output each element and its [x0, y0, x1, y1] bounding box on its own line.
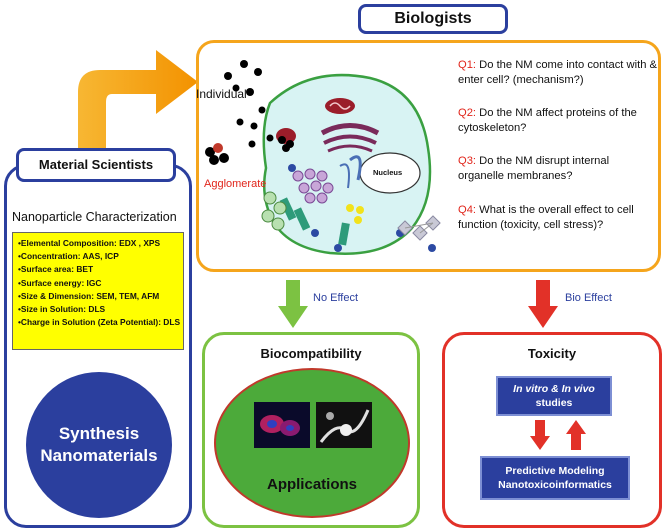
grey-network — [397, 215, 441, 241]
agglomerate-label: Agglomerate — [204, 178, 267, 190]
question-1-text: Do the NM come into contact with & enter… — [458, 59, 657, 86]
predictive-modeling-box: Predictive Modeling Nanotoxicoinformatic… — [480, 456, 630, 500]
nanoparticle-dot — [248, 140, 256, 148]
no-effect-label: No Effect — [313, 292, 359, 304]
blue-particles — [288, 164, 436, 252]
individual-label: Individual — [196, 87, 247, 101]
microscopy-image-1 — [254, 402, 310, 448]
nanoparticle-dot — [250, 122, 258, 130]
question-4-number: Q4: — [458, 204, 477, 216]
predictive-modeling-label: Predictive Modeling — [505, 465, 605, 477]
question-2: Q2: Do the NM affect proteins of the cyt… — [458, 106, 658, 136]
nanotoxicoinformatics-label: Nanotoxicoinformatics — [498, 479, 612, 491]
vesicles — [292, 168, 334, 204]
down-red-arrow — [530, 420, 550, 450]
characterization-item: •Size & Dimension: SEM, TEM, AFM — [18, 290, 160, 301]
question-2-number: Q2: — [458, 107, 477, 119]
nanoparticle-dot — [246, 88, 254, 96]
characterization-item: •Size in Solution: DLS — [18, 304, 106, 315]
characterization-item: •Charge in Solution (Zeta Potential): DL… — [18, 317, 181, 328]
microscopy-image-2 — [316, 402, 372, 448]
characterization-item: •Concentration: AAS, ICP — [18, 251, 119, 262]
question-3-number: Q3: — [458, 155, 477, 167]
material-scientists-title: Material Scientists — [16, 148, 176, 182]
question-3-text: Do the NM disrupt internal organelle mem… — [458, 155, 610, 182]
question-3: Q3: Do the NM disrupt internal organelle… — [458, 154, 658, 184]
studies-box: In vitro & In vivo studies — [496, 376, 612, 416]
studies-italic: In vitro & In vivo — [513, 383, 595, 395]
question-2-text: Do the NM affect proteins of the cytoske… — [458, 107, 637, 134]
studies-plain: studies — [535, 397, 573, 409]
yellow-particles — [346, 204, 364, 224]
nanoparticle-dot — [236, 118, 244, 126]
characterization-list: •Elemental Composition: EDX , XPS •Conce… — [12, 232, 184, 350]
applications-ellipse — [214, 368, 410, 518]
synthesis-circle: Synthesis Nanomaterials — [26, 372, 172, 518]
applications-label: Applications — [266, 476, 357, 493]
characterization-item: •Elemental Composition: EDX , XPS — [18, 238, 161, 248]
external-particles — [261, 191, 287, 231]
no-effect-arrow — [278, 280, 308, 328]
nanoparticle-characterization-heading: Nanoparticle Characterization — [12, 210, 177, 224]
question-1-number: Q1: — [458, 59, 477, 71]
nucleus-label: Nucleus — [373, 168, 403, 177]
question-4: Q4: What is the overall effect to cell f… — [458, 203, 658, 233]
orange-curved-arrow — [78, 50, 198, 148]
question-1: Q1: Do the NM come into contact with & e… — [458, 58, 658, 88]
biologists-title: Biologists — [358, 4, 508, 34]
nanoparticle-dot — [232, 84, 240, 92]
characterization-item: •Surface energy: IGC — [18, 277, 102, 288]
nanoparticle-dot — [258, 106, 266, 114]
biocompatibility-title: Biocompatibility — [260, 346, 362, 361]
toxicity-title: Toxicity — [527, 346, 577, 361]
bio-effect-label: Bio Effect — [565, 292, 612, 304]
cell-illustration — [205, 60, 441, 255]
synthesis-label: Synthesis — [58, 424, 140, 443]
nanoparticle-dot — [266, 134, 274, 142]
agglomerate-cluster — [205, 143, 229, 165]
nanoparticle-dot — [224, 72, 232, 80]
bio-effect-arrow — [528, 280, 558, 328]
nanoparticle-dot — [254, 68, 262, 76]
up-red-arrow — [566, 420, 586, 450]
nanoparticle-dot — [240, 60, 248, 68]
characterization-item: •Surface area: BET — [18, 264, 94, 275]
internal-agglomerate — [278, 136, 294, 152]
question-4-text: What is the overall effect to cell funct… — [458, 204, 634, 231]
nanomaterials-label: Nanomaterials — [40, 446, 158, 465]
